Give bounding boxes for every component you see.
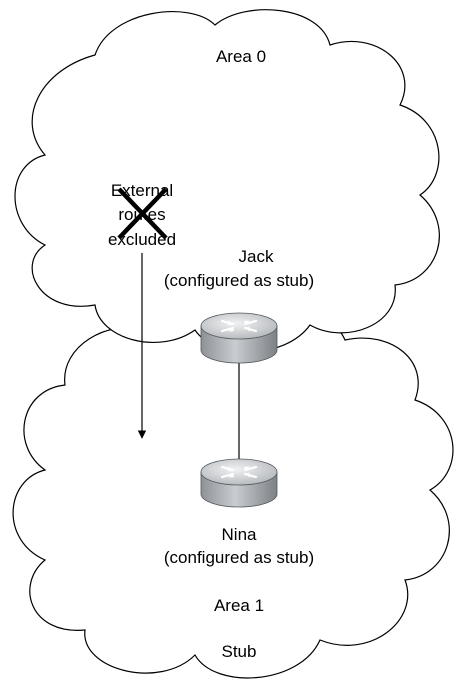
nina-name: Nina bbox=[222, 525, 258, 544]
cross-icon bbox=[117, 187, 168, 240]
router-icon-jack bbox=[200, 312, 278, 364]
area1-type: Stub bbox=[222, 642, 257, 661]
router-icon-nina bbox=[200, 458, 278, 508]
jack-name: Jack bbox=[239, 247, 274, 266]
nina-config: (configured as stub) bbox=[164, 548, 314, 567]
external-routes-line3: excluded bbox=[108, 230, 176, 249]
area1-label: Area 1 bbox=[214, 596, 264, 615]
jack-config: (configured as stub) bbox=[164, 271, 314, 290]
area0-label: Area 0 bbox=[216, 47, 266, 66]
area0-cloud bbox=[14, 9, 440, 353]
